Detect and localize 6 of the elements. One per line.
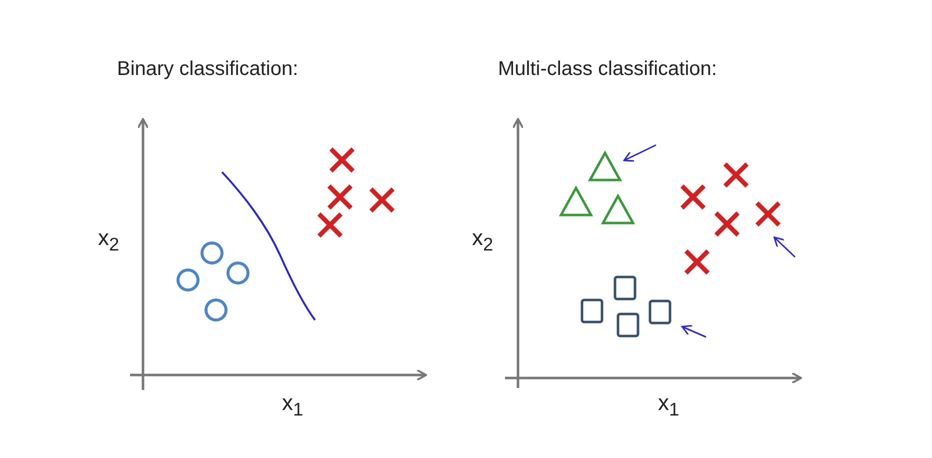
axis-label: x$_{2}$ bbox=[98, 225, 120, 256]
panel-title: Multi-class classification: bbox=[498, 58, 717, 81]
axis-label: x$_{1}$ bbox=[282, 390, 304, 420]
axis-label: x$_{1}$ bbox=[658, 390, 680, 420]
panel-title: Binary classification: bbox=[117, 58, 298, 81]
axis-label: x$_{2}$ bbox=[472, 225, 494, 256]
